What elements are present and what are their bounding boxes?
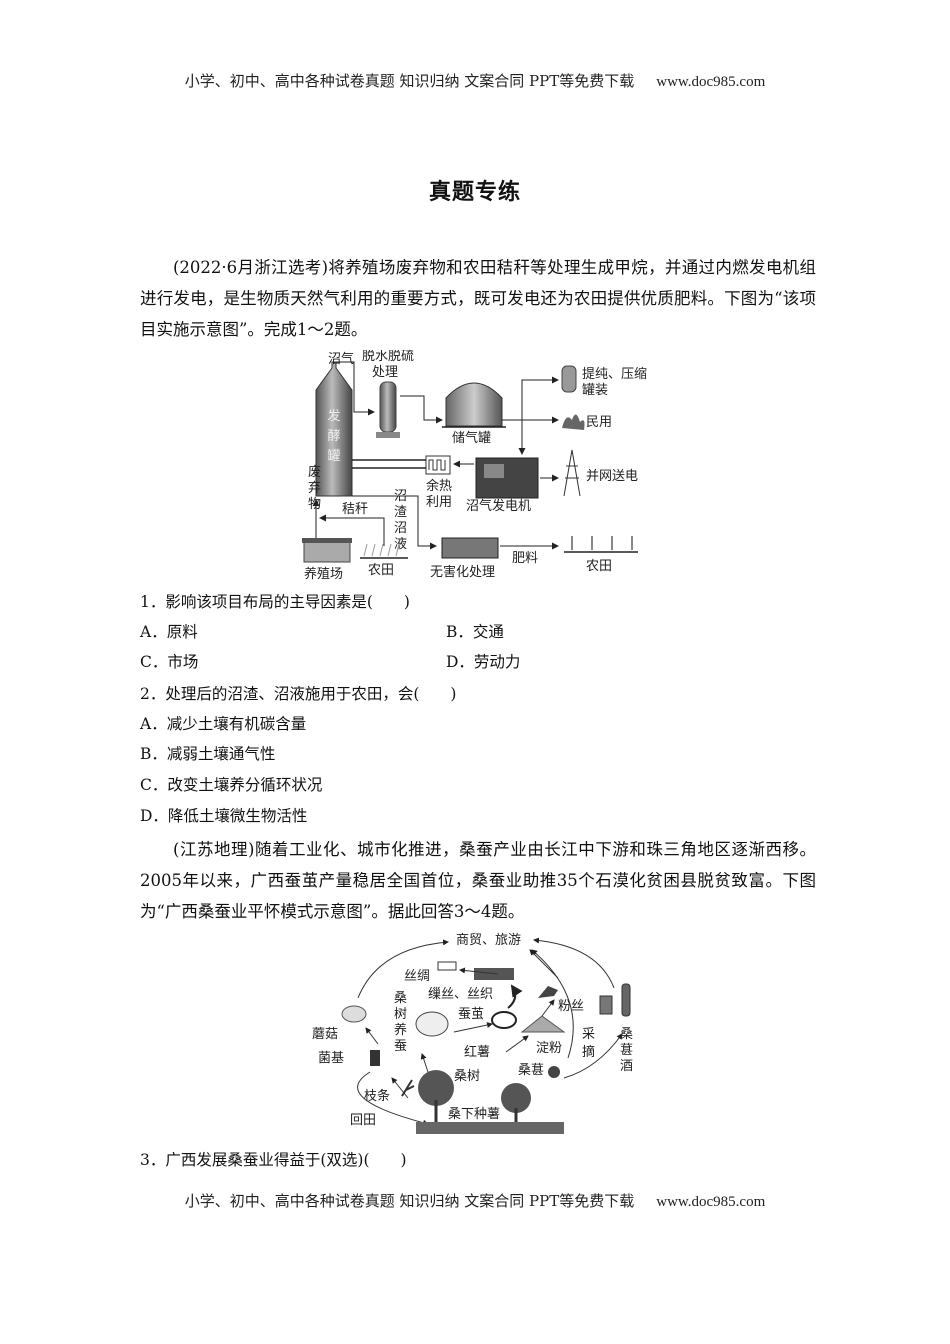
generator-label: 沼气发电机 — [466, 498, 531, 514]
intercrop-label: 桑下种薯 — [448, 1107, 500, 1122]
question-2-stem: 2．处理后的沼渣、沼液施用于农田，会( ) — [140, 685, 457, 703]
residue-label-1: 沼 — [394, 489, 407, 504]
harmless-label: 无害化处理 — [430, 564, 495, 580]
storage-label: 储气罐 — [452, 430, 491, 446]
cocoon-label: 蚕茧 — [458, 1006, 484, 1022]
residue-label-2: 渣 — [394, 505, 407, 520]
silk-label: 丝绸 — [404, 969, 430, 984]
return-label: 回田 — [350, 1113, 376, 1128]
passage-2-source: (江苏地理) — [173, 840, 255, 859]
page-header: 小学、初中、高中各种试卷真题 知识归纳 文案合同 PPT等免费下载 www.doc… — [0, 70, 950, 91]
mulberry-tree-label: 桑树 — [454, 1069, 480, 1084]
passage-2: (江苏地理)随着工业化、城市化推进，桑蚕产业由长江中下游和珠三角地区逐渐西移。2… — [140, 834, 816, 927]
q1-option-d[interactable]: D．劳动力 — [446, 653, 521, 671]
substrate-label: 菌基 — [318, 1051, 344, 1066]
heat-label-2: 利用 — [426, 495, 452, 510]
header-text: 小学、初中、高中各种试卷真题 知识归纳 文案合同 PPT等免费下载 — [184, 72, 635, 90]
raise-label-3: 养 — [394, 1022, 407, 1038]
q2-option-c[interactable]: C．改变土壤养分循环状况 — [140, 776, 323, 794]
dehydrate-label-2: 处理 — [372, 365, 398, 380]
question-3-stem: 3．广西发展桑蚕业得益于(双选)( ) — [140, 1151, 407, 1169]
field1-label: 农田 — [368, 563, 394, 578]
starch-label: 淀粉 — [536, 1041, 562, 1056]
straw-label: 秸秆 — [342, 502, 368, 517]
pick-label-1: 采 — [582, 1027, 595, 1042]
passage-1-source: (2022·6月浙江选考) — [173, 258, 329, 277]
residue-label-3: 沼 — [394, 521, 407, 536]
q1-option-a[interactable]: A．原料 — [140, 623, 198, 641]
q2-option-a[interactable]: A．减少土壤有机碳含量 — [140, 715, 307, 733]
footer-url[interactable]: www.doc985.com — [656, 1194, 766, 1210]
fermenter-label-2: 酵 — [327, 429, 340, 444]
header-url[interactable]: www.doc985.com — [656, 74, 766, 90]
sweetpotato-label: 红薯 — [464, 1044, 490, 1060]
waste-label-2: 弃 — [308, 481, 321, 496]
passage-1-text: 将养殖场废弃物和农田秸秆等处理生成甲烷，并通过内燃发电机组进行发电，是生物质天然… — [140, 258, 817, 339]
branch-label: 枝条 — [364, 1088, 390, 1104]
grid-label: 并网送电 — [586, 469, 638, 484]
purify-label-1: 提纯、压缩 — [582, 366, 647, 382]
passage-2-text: 随着工业化、城市化推进，桑蚕产业由长江中下游和珠三角地区逐渐西移。2005年以来… — [140, 840, 817, 921]
q2-option-b[interactable]: B．减弱土壤通气性 — [140, 745, 276, 763]
residue-label-4: 液 — [394, 537, 407, 552]
figure-sericulture-diagram: 商贸、旅游 丝绸 缫丝、丝织 蘑菇 菌基 桑 树 养 蚕 蚕茧 粉丝 淀粉 红薯… — [308, 928, 648, 1138]
civil-label: 民用 — [586, 415, 612, 430]
biogas-label: 沼气 — [328, 351, 354, 367]
raise-label-1: 桑 — [394, 991, 407, 1006]
pick-label-2: 摘 — [582, 1044, 595, 1060]
farm-label: 养殖场 — [304, 566, 343, 580]
waste-label-3: 物 — [308, 497, 321, 512]
waste-label-1: 废 — [308, 464, 321, 480]
q1-option-c[interactable]: C．市场 — [140, 653, 199, 671]
q1-option-b[interactable]: B．交通 — [446, 623, 504, 641]
wine-label-2: 葚 — [620, 1043, 633, 1058]
raise-label-4: 蚕 — [394, 1039, 407, 1054]
mushroom-label: 蘑菇 — [312, 1027, 338, 1042]
noodle-label: 粉丝 — [558, 999, 584, 1014]
field2-label: 农田 — [586, 559, 612, 574]
purify-label-2: 罐装 — [582, 383, 608, 398]
page-title: 真题专练 — [428, 180, 521, 205]
fermenter-label-3: 罐 — [327, 449, 340, 464]
page-footer: 小学、初中、高中各种试卷真题 知识归纳 文案合同 PPT等免费下载 www.doc… — [0, 1190, 950, 1211]
wine-label-3: 酒 — [620, 1059, 633, 1074]
figure-biogas-diagram: 发 酵 罐 沼气 脱水脱硫 处理 储气罐 提纯、压缩 罐装 民用 沼气发电机 并… — [296, 350, 668, 580]
mulberry-fruit-label: 桑葚 — [518, 1063, 544, 1078]
q2-option-d[interactable]: D．降低土壤微生物活性 — [140, 807, 308, 825]
footer-text: 小学、初中、高中各种试卷真题 知识归纳 文案合同 PPT等免费下载 — [184, 1192, 635, 1210]
trade-label: 商贸、旅游 — [456, 933, 521, 948]
wine-label-1: 桑 — [620, 1027, 633, 1042]
question-1-stem: 1．影响该项目布局的主导因素是( ) — [140, 593, 410, 611]
heat-label-1: 余热 — [426, 478, 452, 494]
reel-label: 缫丝、丝织 — [428, 987, 493, 1002]
passage-1: (2022·6月浙江选考)将养殖场废弃物和农田秸秆等处理生成甲烷，并通过内燃发电… — [140, 252, 816, 345]
fermenter-label-1: 发 — [327, 408, 340, 424]
raise-label-2: 树 — [394, 1007, 407, 1022]
dehydrate-label-1: 脱水脱硫 — [362, 350, 414, 364]
fertilizer-label: 肥料 — [512, 551, 538, 566]
